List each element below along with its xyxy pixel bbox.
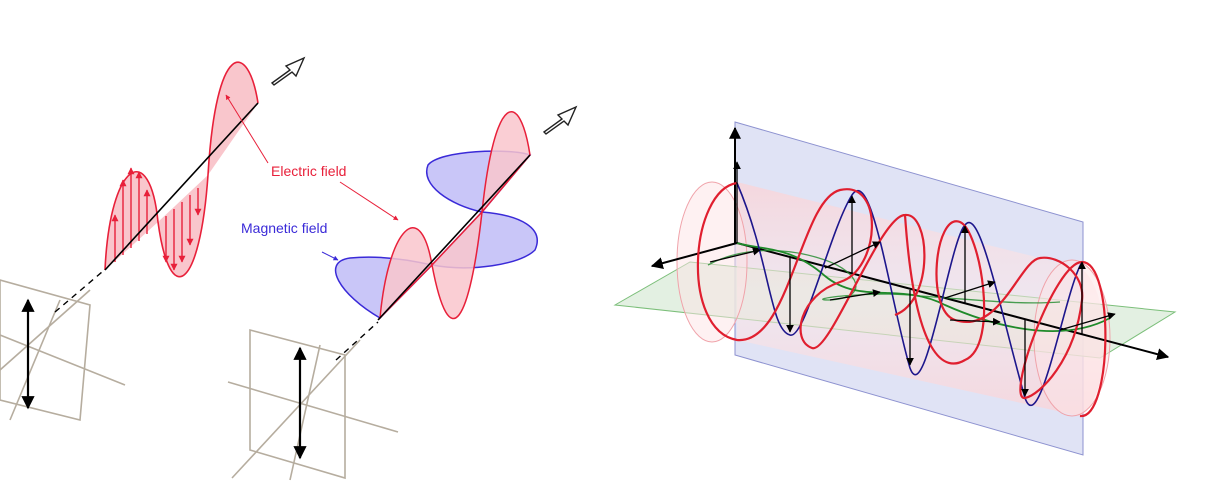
horizontal-axis-back [650,242,738,269]
linear-polarization-panel: Electric field Magnetic field [0,56,399,422]
propagation-axis-dashed-2 [335,321,379,361]
magnetic-field-label: Magnetic field [241,220,327,236]
electric-label-leader-1 [225,94,269,164]
electric-wave-2 [379,111,531,321]
electric-label-leader-2 [339,181,399,221]
propagation-direction-icon-1 [270,56,306,86]
electric-wave-1 [104,61,259,278]
polarizer-grid-1 [0,279,126,422]
circular-polarization-panel [613,121,1177,456]
propagation-direction-icon-2 [542,105,578,135]
propagation-axis-dashed-1 [54,271,103,313]
field-vectors [709,161,1116,397]
electric-field-label: Electric field [271,163,346,179]
helix-cylinder [737,182,1105,416]
polarizer-grid-2 [227,328,399,481]
propagation-axis-3 [736,242,1170,361]
electric-helix [696,181,1107,418]
em-wave-panel [227,105,578,481]
propagation-axis-2 [377,154,531,321]
